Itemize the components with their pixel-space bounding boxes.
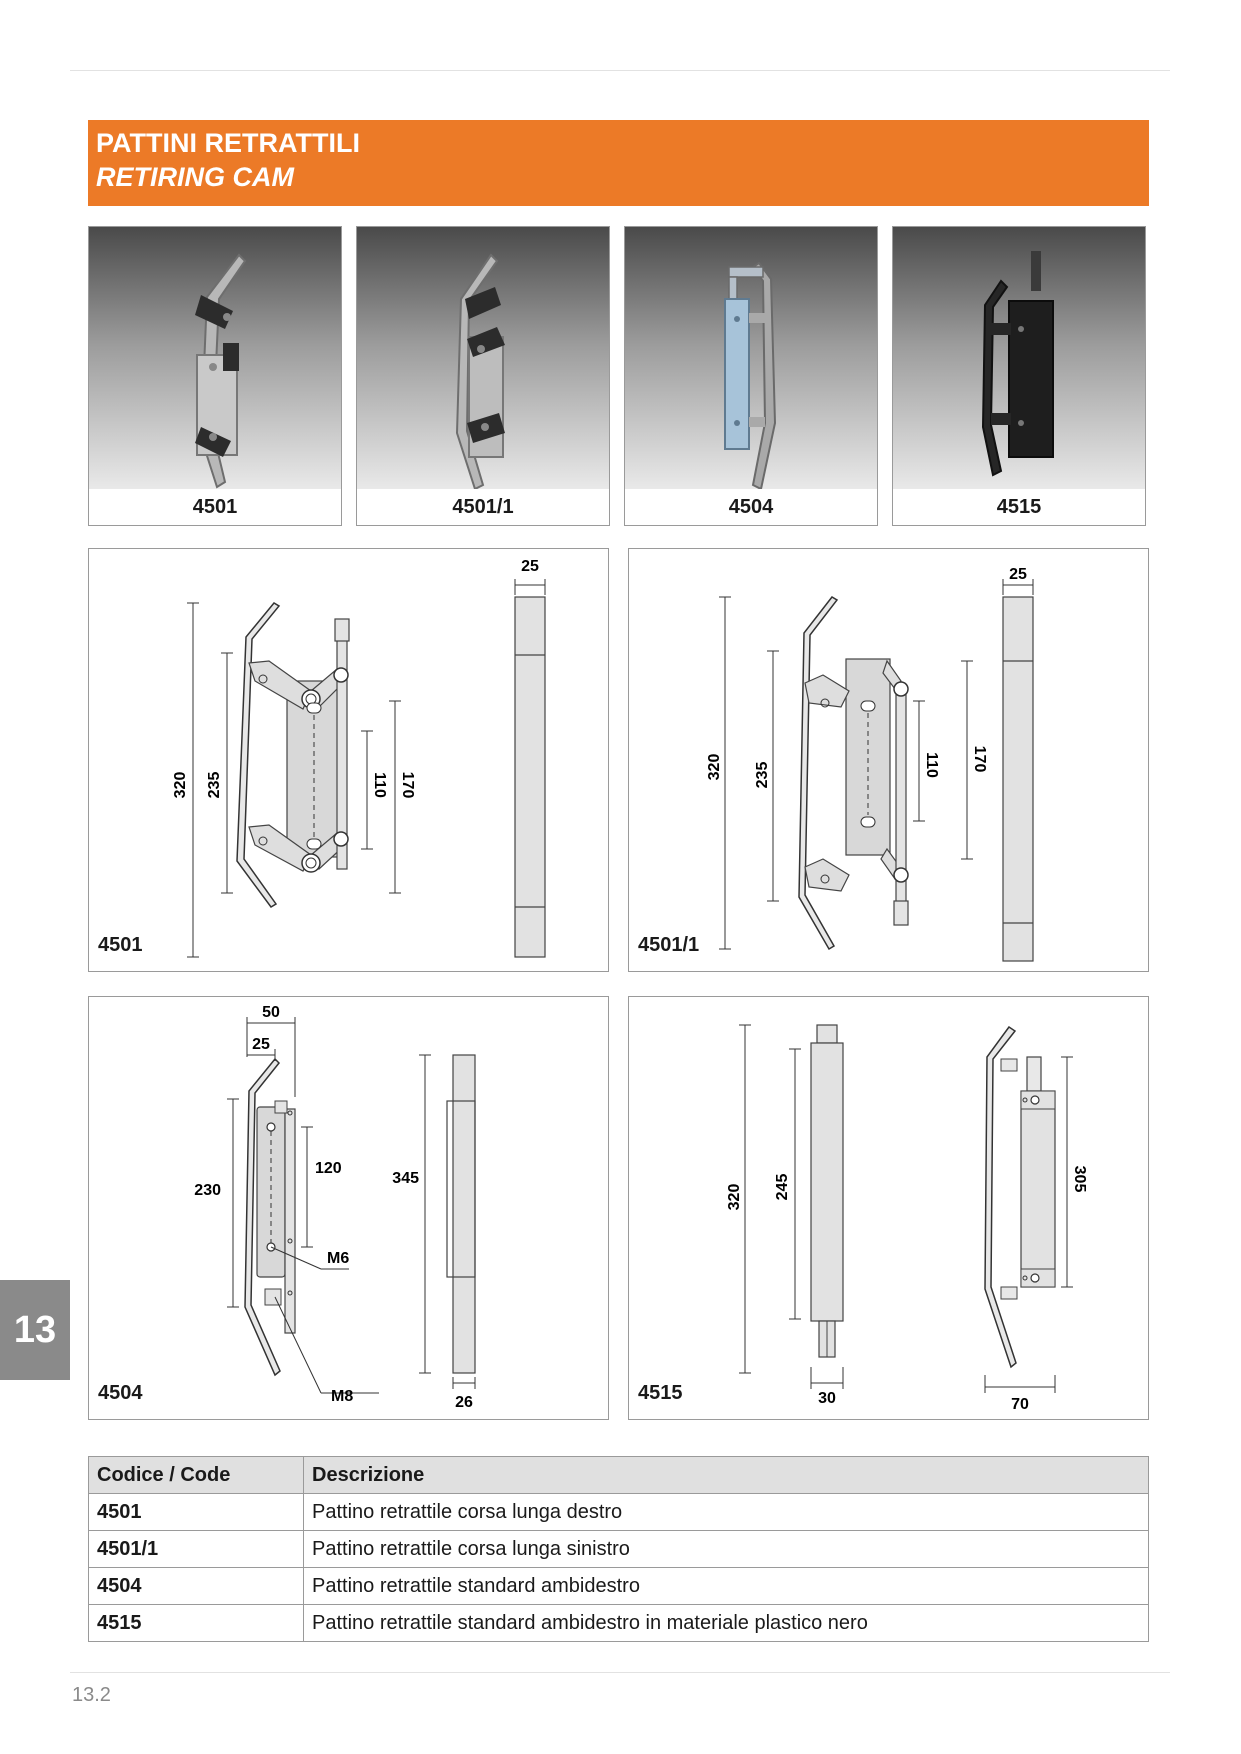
- drawing-code: 4501/1: [638, 934, 700, 956]
- drawing-code: 4501: [98, 934, 143, 956]
- dim-hole-spacing: 120: [315, 1160, 342, 1177]
- dim-height-inner: 235: [206, 772, 223, 799]
- row-code: 4515: [88, 1604, 304, 1642]
- row-description: Pattino retrattile corsa lunga destro: [303, 1493, 1149, 1531]
- thread-m6-label: M6: [327, 1250, 349, 1267]
- page-number: 13.2: [72, 1684, 111, 1706]
- dim-depth: 70: [1011, 1396, 1029, 1413]
- dim-height-inner: 235: [754, 762, 771, 789]
- dim-body-length: 170: [399, 772, 416, 799]
- title-italian: PATTINI RETRATTILI: [96, 128, 360, 158]
- table-row: 4501 Pattino retrattile corsa lunga dest…: [88, 1493, 1149, 1531]
- technical-drawing-4504: 50 25 230 120 345 M6 M8 26 4504: [88, 996, 609, 1420]
- technical-drawing-4501: 25 320 235 110 170 4501: [88, 548, 609, 972]
- dim-height-total: 345: [392, 1170, 419, 1187]
- chapter-tab: 13: [0, 1280, 70, 1380]
- drawing-4501-svg: 25 320 235 110 170: [172, 558, 546, 958]
- row-description: Pattino retrattile corsa lunga sinistro: [303, 1530, 1149, 1568]
- drawing-4515-svg: 320 245 30 305 70: [726, 1024, 1088, 1413]
- technical-drawing-4501-1: 25 320 235 110 170 4501/1: [628, 548, 1149, 972]
- dim-height-total: 320: [706, 754, 723, 781]
- dim-inner-width: 25: [252, 1036, 270, 1053]
- dim-width: 25: [1009, 566, 1027, 583]
- drawing-code: 4515: [638, 1382, 683, 1404]
- cam-4501-1-picture: [455, 253, 505, 489]
- product-photo-4501: 4501: [88, 226, 342, 526]
- dim-width: 25: [521, 558, 539, 575]
- photo-caption: 4501: [192, 496, 238, 518]
- row-description: Pattino retrattile standard ambidestro i…: [303, 1604, 1149, 1642]
- table-row: 4504 Pattino retrattile standard ambides…: [88, 1567, 1149, 1605]
- dim-height-total: 320: [726, 1184, 743, 1211]
- row-code: 4501: [88, 1493, 304, 1531]
- drawing-4504-svg: 50 25 230 120 345 M6 M8 26: [194, 1004, 476, 1411]
- cam-4504-picture: [724, 261, 777, 489]
- top-rule: [70, 70, 1170, 71]
- thread-m8-label: M8: [331, 1388, 353, 1405]
- product-photo-4515: 4515: [892, 226, 1146, 526]
- dim-thickness: 26: [455, 1394, 473, 1411]
- table-header-code: Codice / Code: [88, 1456, 304, 1494]
- product-photo-4504: 4504: [624, 226, 878, 526]
- row-code: 4501/1: [88, 1530, 304, 1568]
- dim-hole-spacing: 110: [371, 772, 388, 798]
- dim-hole-spacing: 110: [923, 752, 940, 778]
- product-photo-4501-1: 4501/1: [356, 226, 610, 526]
- table-header-description: Descrizione: [303, 1456, 1149, 1494]
- title-english: RETIRING CAM: [96, 162, 294, 192]
- cam-4515-picture: [981, 251, 1054, 477]
- dim-cam-height: 305: [1071, 1166, 1088, 1193]
- photo-caption: 4504: [728, 496, 774, 518]
- technical-drawing-4515: 320 245 30 305 70 4515: [628, 996, 1149, 1420]
- photo-caption: 4515: [996, 496, 1042, 518]
- dim-height-total: 320: [172, 772, 189, 799]
- row-code: 4504: [88, 1567, 304, 1605]
- row-description: Pattino retrattile standard ambidestro: [303, 1567, 1149, 1605]
- dim-body-length: 170: [971, 746, 988, 773]
- section-header: PATTINI RETRATTILI RETIRING CAM: [88, 120, 1149, 206]
- table-header-row: Codice / Code Descrizione: [88, 1456, 1149, 1494]
- table-row: 4515 Pattino retrattile standard ambides…: [88, 1604, 1149, 1642]
- cam-4501-picture: [195, 253, 247, 489]
- dim-width: 30: [818, 1390, 836, 1407]
- photo-caption: 4501/1: [452, 496, 514, 518]
- dim-outer-width: 50: [262, 1004, 280, 1021]
- bottom-rule: [70, 1672, 1170, 1673]
- drawing-4501-1-svg: 25 320 235 110 170: [706, 566, 1034, 962]
- dim-body-length: 245: [774, 1174, 791, 1201]
- drawing-code: 4504: [98, 1382, 143, 1404]
- dim-height-cam: 230: [194, 1182, 221, 1199]
- table-row: 4501/1 Pattino retrattile corsa lunga si…: [88, 1530, 1149, 1568]
- product-table: Codice / Code Descrizione 4501 Pattino r…: [88, 1456, 1149, 1642]
